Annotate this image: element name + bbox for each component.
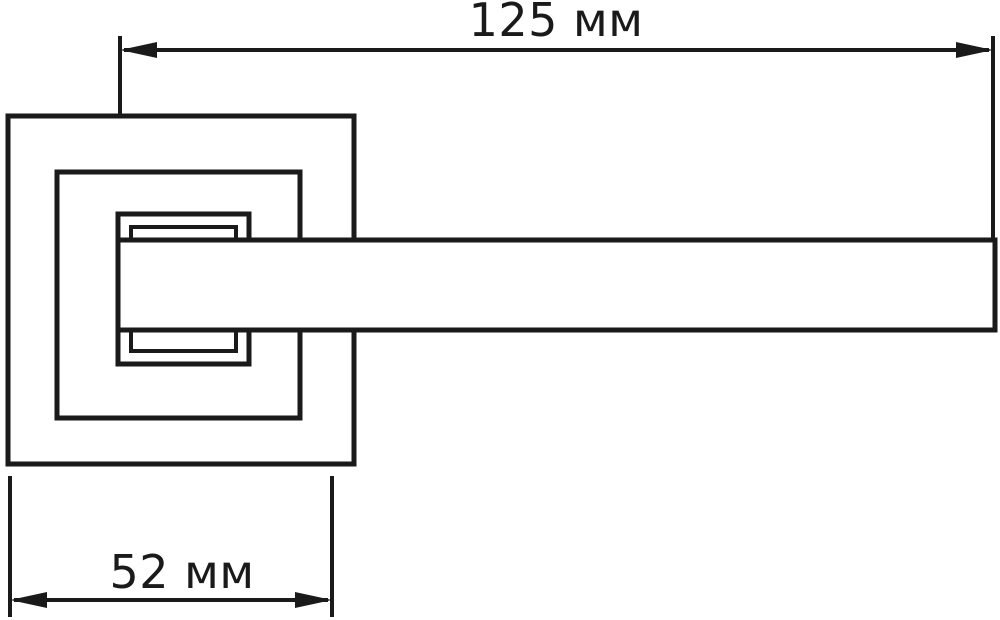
bottom-dimension-label: 52 мм [109,545,254,599]
handle-lever [115,237,998,333]
drawing-lines [5,36,998,617]
dimension-arrows-and-labels: 125 мм 52 мм [10,0,993,608]
top-dimension-arrow-left-icon [120,42,157,58]
top-dimension-arrow-right-icon [956,42,993,58]
top-dimension-label: 125 мм [469,0,644,47]
bottom-dimension-arrow-left-icon [10,592,47,608]
bottom-dimension-arrow-right-icon [295,592,332,608]
